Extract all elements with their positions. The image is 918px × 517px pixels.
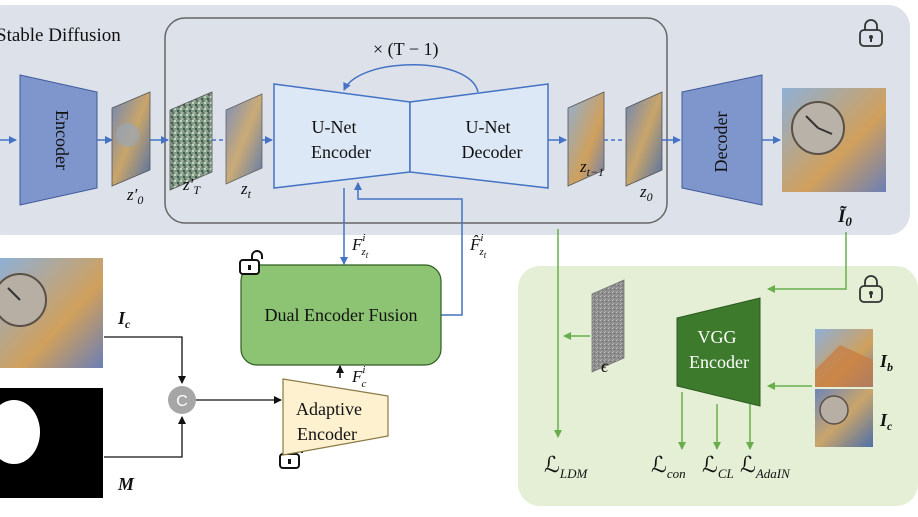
mask-label: M — [117, 474, 135, 494]
loss-cl-label: ℒCL — [702, 452, 734, 481]
input-image-ic — [0, 258, 103, 368]
reference-image-ib — [815, 329, 873, 387]
content-image-ic — [815, 389, 873, 447]
mask-image — [0, 388, 103, 498]
vgg-encoder-label-1: VGG — [698, 327, 737, 347]
unet-encoder-label-2: Encoder — [311, 142, 371, 162]
z0-prime-latent — [111, 91, 151, 187]
stable-diffusion-title: Stable Diffusion — [0, 25, 121, 46]
vgg-encoder-label-2: Encoder — [689, 352, 749, 372]
arrow-fusion-to-unet — [354, 182, 463, 316]
z0-prime-label: z′0 — [126, 185, 143, 207]
zt-latent — [225, 93, 263, 185]
vgg-encoder-block — [676, 297, 761, 407]
adaptive-encoder-block — [282, 378, 389, 456]
noise-epsilon-label: ϵ — [601, 356, 609, 376]
zT-prime-latent — [169, 91, 213, 191]
zt-label: zt — [240, 179, 252, 201]
zt-minus1-latent — [567, 91, 605, 187]
ic-right-label: Ic — [879, 410, 893, 433]
line-ic-to-concat — [104, 336, 186, 384]
zT-prime-label: z′T — [182, 175, 201, 197]
adaptive-encoder-label-2: Encoder — [297, 424, 357, 444]
z0-latent — [625, 91, 663, 187]
concat-label: C — [176, 393, 188, 410]
unet-decoder-label-2: Decoder — [462, 142, 523, 162]
output-image — [782, 88, 886, 192]
encoder-label: Encoder — [52, 110, 72, 170]
input-ic-label: Ic — [117, 308, 131, 331]
zt-minus1-label: zt−1 — [579, 157, 604, 179]
dual-encoder-fusion-label: Dual Encoder Fusion — [265, 305, 418, 325]
lock-icon — [859, 19, 883, 47]
loop-label: × (T − 1) — [373, 39, 438, 60]
noise-epsilon-block — [591, 279, 625, 373]
denoising-loop-box — [164, 17, 668, 224]
arrow-output-to-vgg — [767, 232, 847, 293]
unet-decoder-block — [409, 83, 549, 189]
loss-ldm-label: ℒLDM — [544, 452, 588, 481]
output-label: Ĩ0 — [837, 206, 852, 229]
unet-decoder-label-1: U-Net — [466, 117, 511, 137]
unet-encoder-label-1: U-Net — [312, 117, 357, 137]
z0-label: z0 — [639, 182, 653, 204]
adaptive-encoder-label-1: Adaptive — [296, 399, 362, 419]
unlock-icon — [239, 250, 263, 275]
ib-label: Ib — [879, 351, 893, 374]
lock-icon — [859, 275, 883, 303]
decoder-block — [681, 74, 763, 206]
concat-node — [168, 386, 196, 414]
loss-con-label: ℒcon — [651, 452, 686, 481]
encoder-block — [19, 74, 98, 206]
line-mask-to-concat — [104, 416, 186, 458]
loss-adain-label: ℒAdaIN — [740, 452, 791, 481]
loop-arrow — [343, 64, 479, 93]
decoder-label: Decoder — [711, 112, 731, 173]
